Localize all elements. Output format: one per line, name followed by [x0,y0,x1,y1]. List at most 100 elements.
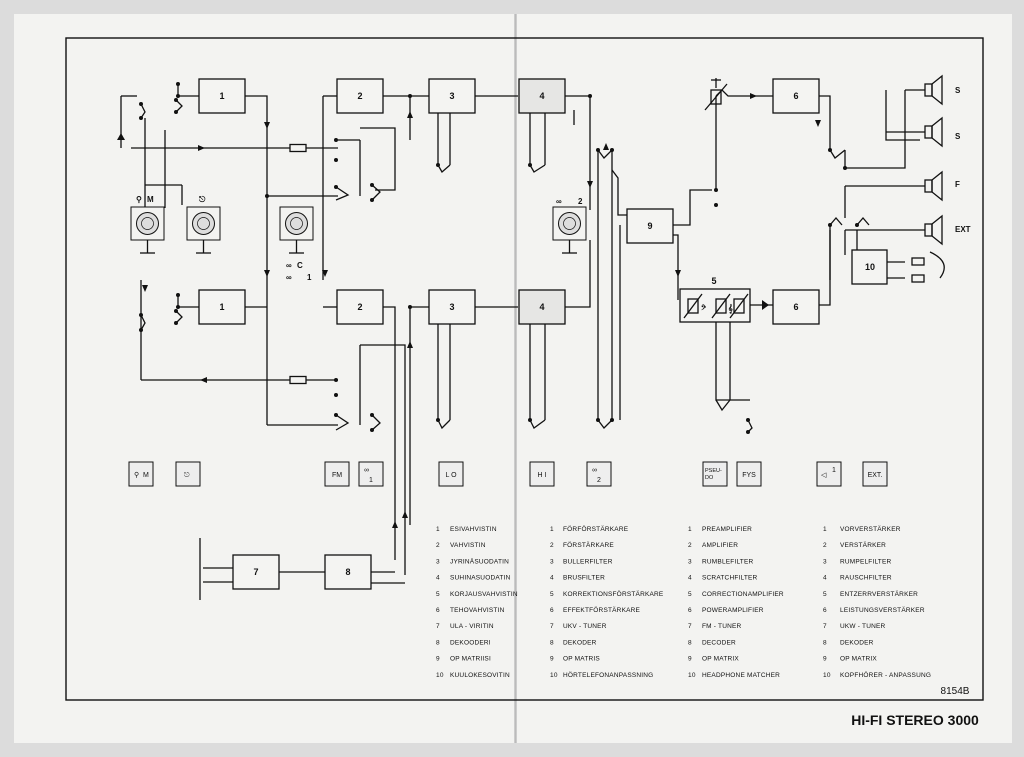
tape-reel-icon: ∞ [592,467,597,474]
legend-swedish-entry: FÖRSTÄRKARE [563,541,614,549]
svg-text:7: 7 [253,567,258,577]
legend-number: 8 [688,639,692,646]
legend-german-entry: VORVERSTÄRKER [840,525,901,533]
legend-number: 8 [823,639,827,646]
right-page [517,14,1012,743]
cassette-icon: ∞ [286,261,292,270]
legend-german-entry: ENTZERRVERSTÄRKER [840,590,918,598]
legend-swedish-entry: OP MATRIS [563,656,600,663]
svg-text:5: 5 [711,276,716,286]
legend-german-entry: DEKODER [840,639,874,646]
legend-number: 7 [688,623,692,630]
legend-number: 5 [823,591,827,598]
svg-text:S: S [955,86,961,95]
block-1-top: 1 [198,78,246,114]
tape-reel-icon: ∞ [364,467,369,474]
button-fm[interactable]: FM [324,461,350,487]
legend-swedish-entry: BULLERFILTER [563,558,613,565]
tape-reel-icon: ∞ [556,197,562,206]
legend-number: 10 [688,672,696,679]
legend-number: 3 [823,558,827,565]
button-hi-filter[interactable]: H I [529,461,555,487]
button-pseudo[interactable]: PSEU-DO [702,461,728,487]
legend-finnish-entry: JYRINÄSUODATIN [450,557,509,565]
legend-number: 4 [688,575,692,582]
button-tape-2[interactable]: ∞ 2 [586,461,612,487]
microphone-icon: ⚲ [134,471,139,479]
block-6-top: 6 [772,78,820,114]
signal-arrows [117,93,821,528]
block-1-bottom: 1 [198,289,246,325]
svg-text:M: M [143,472,149,479]
svg-text:8: 8 [345,567,350,577]
legend-number: 10 [823,672,831,679]
button-phono[interactable]: ⎋ [175,461,201,487]
button-fys[interactable]: FYS [736,461,762,487]
legend-number: 9 [550,656,554,663]
svg-text:3: 3 [449,302,454,312]
block-3-bottom: 3 [428,289,476,325]
svg-text:10: 10 [865,262,875,272]
legend-number: 10 [436,672,444,679]
block-3-top: 3 [428,78,476,114]
legend-number: 3 [688,558,692,565]
block-4-top: 4 [518,78,566,114]
block-2-bottom: 2 [336,289,384,325]
legend-german-entry: KOPFHÖRER - ANPASSUNG [840,671,931,679]
legend-number: 8 [550,639,554,646]
block-10: 10 [851,249,888,285]
block-5-tone-control: 5 𝄢 𝄞 [679,276,751,323]
block-6-bottom: 6 [772,289,820,325]
legend-number: 1 [688,526,692,533]
legend-english-entry: SCRATCHFILTER [702,575,758,582]
legend-german-entry: RAUSCHFILTER [840,575,892,582]
svg-text:H I: H I [538,472,547,479]
svg-text:6: 6 [793,302,798,312]
legend-number: 1 [823,526,827,533]
legend-english-entry: DECODER [702,639,736,646]
speaker-icon: ◁ [821,472,827,479]
legend-english-entry: CORRECTIONAMPLIFIER [702,591,784,598]
svg-text:1: 1 [219,302,224,312]
legend-number: 7 [550,623,554,630]
svg-text:2: 2 [357,91,362,101]
legend-finnish-entry: OP MATRIISI [450,656,491,663]
legend-number: 4 [823,575,827,582]
svg-text:6: 6 [793,91,798,101]
svg-text:S: S [955,132,961,141]
button-tape-1[interactable]: ∞ 1 [358,461,384,487]
legend-german-entry: UKW - TUNER [840,623,886,630]
button-speaker-1[interactable]: ◁ 1 [816,461,842,487]
legend-number: 9 [688,656,692,663]
block-9: 9 [626,208,674,244]
svg-text:FM: FM [332,472,342,479]
block-2-top: 2 [336,78,384,114]
din-socket-phono: ⎋ [186,195,221,254]
phono-icon: ⎋ [184,471,190,479]
legend-finnish-entry: KORJAUSVAHVISTIN [450,591,518,598]
legend-finnish-entry: ESIVAHVISTIN [450,526,497,533]
legend-number: 6 [550,607,554,614]
button-lo-filter[interactable]: L O [438,461,464,487]
svg-text:L O: L O [445,472,457,479]
output-labels: S S F EXT [955,86,971,234]
button-ext[interactable]: EXT. [862,461,888,487]
legend-number: 2 [436,542,440,549]
legend-number: 2 [550,542,554,549]
microphone-icon: ⚲ [136,195,142,204]
din-socket-tape-1: ∞ C ∞ 1 [279,206,314,282]
legend-finnish-entry: ULA - VIRITIN [450,623,494,630]
legend-number: 6 [688,607,692,614]
signal-wiring [120,78,945,600]
diagram-frame [65,37,984,701]
treble-clef-icon: 𝄞 [728,303,733,314]
legend-number: 6 [436,607,440,614]
svg-text:2: 2 [357,302,362,312]
button-microphone[interactable]: ⚲ M [128,461,154,487]
legend-finnish-entry: SUHINASUODATIN [450,575,511,582]
phono-icon: ⎋ [199,195,206,204]
legend-number: 7 [823,623,827,630]
svg-text:2: 2 [597,477,601,484]
